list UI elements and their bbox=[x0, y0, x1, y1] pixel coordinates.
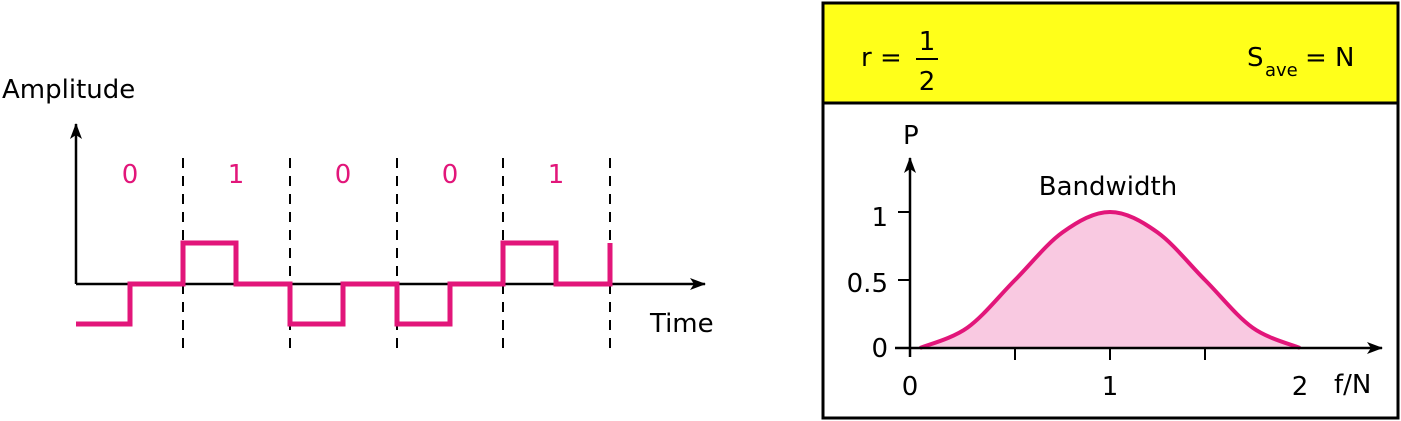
amplitude-label: Amplitude bbox=[2, 75, 135, 105]
bit-label: 0 bbox=[122, 160, 139, 190]
spectrum-curve bbox=[919, 209, 1301, 350]
signal-waveform bbox=[76, 240, 613, 327]
waveform-panel: Amplitude Time 0 1 0 0 1 bbox=[2, 75, 714, 352]
x-tick-label-2: 2 bbox=[1292, 372, 1309, 402]
bandwidth-annotation: Bandwidth bbox=[1039, 172, 1177, 202]
bit-label: 1 bbox=[548, 160, 565, 190]
panel-frame bbox=[821, 1, 1400, 420]
bit-label: 1 bbox=[228, 160, 245, 190]
header-band bbox=[823, 3, 1398, 103]
y-tick-label-0: 0 bbox=[871, 334, 888, 364]
bit-labels: 0 1 0 0 1 bbox=[122, 160, 565, 190]
tick-layer bbox=[898, 211, 1206, 360]
s-ave-main: S bbox=[1247, 43, 1264, 73]
bit-label: 0 bbox=[335, 160, 352, 190]
x-tick-label-0: 0 bbox=[902, 372, 919, 402]
s-ave-subscript: ave bbox=[1265, 60, 1298, 81]
spectrum-area bbox=[920, 212, 1300, 348]
spectrum-chart: P f/N Bandwidth 0 1 2 0 0.5 1 bbox=[847, 121, 1383, 402]
ratio-label: r = bbox=[861, 43, 902, 73]
p-axis-label: P bbox=[903, 121, 919, 151]
y-tick-label-1: 0.5 bbox=[847, 269, 888, 299]
s-ave-rhs: = N bbox=[1305, 43, 1355, 73]
bit-label: 0 bbox=[442, 160, 459, 190]
ratio-denominator: 2 bbox=[919, 67, 936, 97]
time-label: Time bbox=[649, 309, 714, 339]
spectrum-panel: r = 1 2 S ave = N P f/N Bandwidth 0 1 2 … bbox=[821, 1, 1400, 420]
frequency-axis-label: f/N bbox=[1334, 370, 1371, 400]
y-tick-label-2: 1 bbox=[871, 203, 888, 233]
x-tick-label-1: 1 bbox=[1102, 372, 1119, 402]
ratio-numerator: 1 bbox=[919, 27, 936, 57]
